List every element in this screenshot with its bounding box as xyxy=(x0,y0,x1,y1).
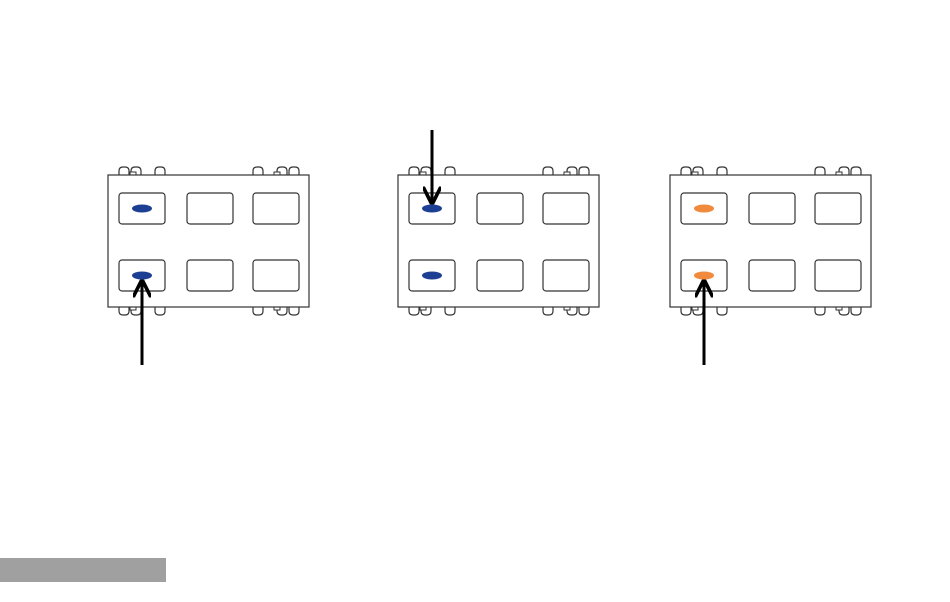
mounting-clip-bottom xyxy=(155,307,165,315)
panel-left xyxy=(108,167,309,365)
led-indicator-bottom-left xyxy=(132,272,152,280)
led-indicator-top-left xyxy=(694,205,714,213)
mounting-clip-bottom xyxy=(543,307,553,315)
mounting-clip-bottom xyxy=(119,307,129,315)
switch-key-top-3[interactable] xyxy=(253,193,299,224)
mounting-clip-top xyxy=(681,167,691,175)
switch-key-bottom-3[interactable] xyxy=(815,260,861,291)
switch-key-bottom-2[interactable] xyxy=(749,260,795,291)
panel-middle xyxy=(398,130,599,315)
switch-key-bottom-2[interactable] xyxy=(477,260,523,291)
mounting-clip-bottom xyxy=(289,307,299,315)
mounting-clip-top xyxy=(579,167,589,175)
switch-key-top-2[interactable] xyxy=(477,193,523,224)
mounting-clip-bottom xyxy=(253,307,263,315)
led-indicator-bottom-left xyxy=(694,272,714,280)
panel-right xyxy=(670,167,871,365)
mounting-clip-top xyxy=(717,167,727,175)
mounting-clip-bottom xyxy=(445,307,455,315)
switch-key-top-2[interactable] xyxy=(749,193,795,224)
mounting-clip-top xyxy=(445,167,455,175)
mounting-clip-top xyxy=(119,167,129,175)
mounting-clip-bottom xyxy=(815,307,825,315)
led-indicator-bottom-left xyxy=(422,272,442,280)
switch-key-top-3[interactable] xyxy=(815,193,861,224)
mounting-clip-top xyxy=(409,167,419,175)
led-indicator-top-left xyxy=(132,205,152,213)
switch-key-bottom-3[interactable] xyxy=(543,260,589,291)
mounting-clip-bottom xyxy=(681,307,691,315)
mounting-clip-bottom xyxy=(409,307,419,315)
led-indicator-top-left xyxy=(422,205,442,213)
mounting-clip-top xyxy=(543,167,553,175)
switch-key-bottom-3[interactable] xyxy=(253,260,299,291)
mounting-clip-top xyxy=(155,167,165,175)
switch-key-bottom-2[interactable] xyxy=(187,260,233,291)
switch-key-top-3[interactable] xyxy=(543,193,589,224)
mounting-clip-top xyxy=(815,167,825,175)
mounting-clip-bottom xyxy=(579,307,589,315)
mounting-clip-top xyxy=(851,167,861,175)
mounting-clip-bottom xyxy=(717,307,727,315)
footer-bar xyxy=(0,558,166,582)
mounting-clip-bottom xyxy=(851,307,861,315)
mounting-clip-top xyxy=(253,167,263,175)
mounting-clip-top xyxy=(289,167,299,175)
switch-key-top-2[interactable] xyxy=(187,193,233,224)
